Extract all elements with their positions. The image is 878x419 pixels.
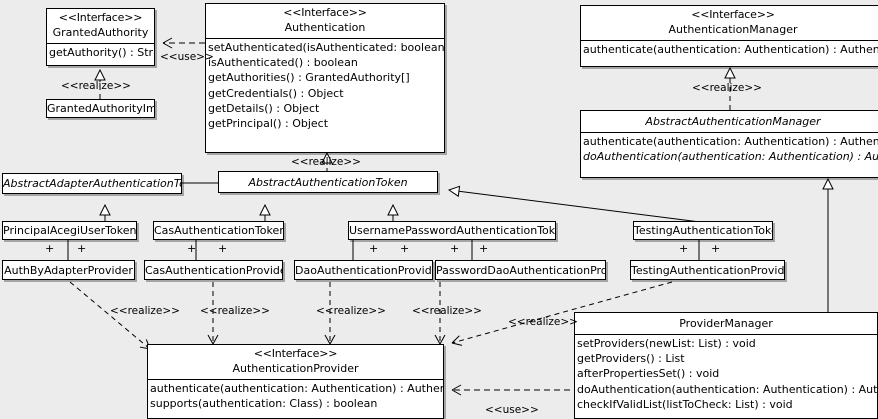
class-name: AbstractAuthenticationManager: [645, 115, 821, 128]
class-password-dao-authentication-provider[interactable]: PasswordDaoAuthenticationProvider: [435, 260, 606, 280]
class-authentication-provider[interactable]: <<Interface>> AuthenticationProvider aut…: [147, 344, 444, 419]
class-abstract-authentication-token[interactable]: AbstractAuthenticationToken: [218, 171, 438, 193]
class-name: AuthenticationProvider: [232, 362, 359, 375]
stereotype-interface: <<Interface>>: [58, 11, 143, 24]
operation: afterPropertiesSet() : void: [577, 367, 720, 381]
class-authentication-manager[interactable]: <<Interface>> AuthenticationManager auth…: [580, 5, 878, 67]
label-use-authentication-granted-authority: <<use>>: [160, 51, 214, 63]
class-granted-authority-impl[interactable]: GrantedAuthorityImpl: [46, 99, 155, 118]
operation-abstract: doAuthentication(authentication: Authent…: [583, 150, 878, 164]
label-realize-cas-authentication-provider: <<realize>>: [200, 305, 270, 317]
label-realize-password-dao-authentication-provider: <<realize>>: [412, 305, 482, 317]
operation: getAuthorities() : GrantedAuthority[]: [208, 71, 410, 85]
class-name: Authentication: [284, 21, 366, 34]
operation: getPrincipal() : Object: [208, 117, 329, 131]
operation: getCredentials() : Object: [208, 86, 344, 100]
operations-compartment: authenticate(authentication: Authenticat…: [581, 132, 878, 165]
visibility-marker: +: [77, 242, 87, 255]
class-header: <<Interface>> AuthenticationProvider: [148, 345, 443, 379]
operation: setProviders(newList: List) : void: [577, 337, 756, 350]
class-header: ProviderManager: [575, 313, 877, 334]
visibility-marker: +: [400, 242, 410, 255]
class-name: ProviderManager: [679, 317, 773, 330]
operation: getProviders() : List: [577, 352, 685, 366]
operation: doAuthentication(authentication: Authent…: [577, 382, 877, 396]
class-principal-acegi-user-token[interactable]: PrincipalAcegiUserToken: [2, 221, 137, 240]
operation: checkIfValidList(listToCheck: List) : vo…: [577, 397, 793, 411]
visibility-marker: +: [218, 242, 228, 255]
class-header: AbstractAuthenticationManager: [581, 111, 878, 132]
label-realize-abstract-authentication-token: <<realize>>: [291, 156, 361, 168]
label-realize-abstract-authentication-manager: <<realize>>: [692, 82, 762, 94]
class-auth-by-adapter-provider[interactable]: AuthByAdapterProvider: [2, 260, 135, 280]
operation: setAuthenticated(isAuthenticated: boolea…: [208, 41, 444, 54]
visibility-marker: +: [450, 242, 460, 255]
label-realize-granted-authority-impl: <<realize>>: [61, 80, 131, 92]
class-username-password-authentication-token[interactable]: UsernamePasswordAuthenticationToken: [348, 221, 556, 240]
visibility-marker: +: [187, 242, 197, 255]
visibility-marker: +: [479, 242, 489, 255]
operation: getDetails() : Object: [208, 101, 320, 115]
class-cas-authentication-token[interactable]: CasAuthenticationToken: [153, 221, 284, 240]
visibility-marker: +: [711, 242, 721, 255]
operations-compartment: authenticate(authentication: Authenticat…: [581, 40, 878, 58]
label-use-provider-manager-authentication-provider: <<use>>: [485, 404, 539, 416]
class-name: GrantedAuthority: [52, 26, 149, 39]
operation: getAuthority() : String: [49, 46, 154, 59]
stereotype-interface: <<Interface>>: [691, 8, 775, 21]
label-realize-auth-by-adapter-provider: <<realize>>: [110, 305, 180, 317]
visibility-marker: +: [679, 242, 689, 255]
class-granted-authority[interactable]: <<Interface>> GrantedAuthority getAuthor…: [46, 8, 155, 66]
stereotype-interface: <<Interface>>: [253, 347, 338, 360]
visibility-marker: +: [369, 242, 379, 255]
class-authentication[interactable]: <<Interface>> Authentication setAuthenti…: [205, 3, 445, 153]
operation: authenticate(authentication: Authenticat…: [583, 43, 878, 56]
operation: supports(authentication: Class) : boolea…: [150, 397, 378, 411]
operations-compartment: getAuthority() : String: [47, 43, 154, 61]
operations-compartment: setAuthenticated(isAuthenticated: boolea…: [206, 38, 444, 132]
operation: isAuthenticated() : boolean: [208, 56, 358, 70]
class-header: <<Interface>> AuthenticationManager: [581, 6, 878, 40]
operation: authenticate(authentication: Authenticat…: [150, 382, 443, 395]
label-realize-dao-authentication-provider: <<realize>>: [316, 305, 386, 317]
class-testing-authentication-token[interactable]: TestingAuthenticationToken: [633, 221, 773, 240]
class-abstract-authentication-manager[interactable]: AbstractAuthenticationManager authentica…: [580, 110, 878, 178]
class-provider-manager[interactable]: ProviderManager setProviders(newList: Li…: [574, 312, 878, 419]
stereotype-interface: <<Interface>>: [283, 6, 367, 19]
operations-compartment: setProviders(newList: List) : void getPr…: [575, 334, 877, 413]
visibility-marker: +: [45, 242, 55, 255]
class-header: <<Interface>> GrantedAuthority: [47, 9, 154, 43]
operations-compartment: authenticate(authentication: Authenticat…: [148, 379, 443, 412]
class-cas-authentication-provider[interactable]: CasAuthenticationProvider: [144, 260, 283, 280]
class-dao-authentication-provider[interactable]: DaoAuthenticationProvider: [294, 260, 433, 280]
class-testing-authentication-provider[interactable]: TestingAuthenticationProvider: [630, 260, 785, 280]
label-realize-testing-authentication-provider: <<realize>>: [508, 316, 578, 328]
class-abstract-adapter-authentication-token[interactable]: AbstractAdapterAuthenticationToken: [2, 173, 182, 194]
operation: authenticate(authentication: Authenticat…: [583, 135, 878, 148]
class-header: <<Interface>> Authentication: [206, 4, 444, 38]
class-name: AuthenticationManager: [668, 23, 798, 36]
